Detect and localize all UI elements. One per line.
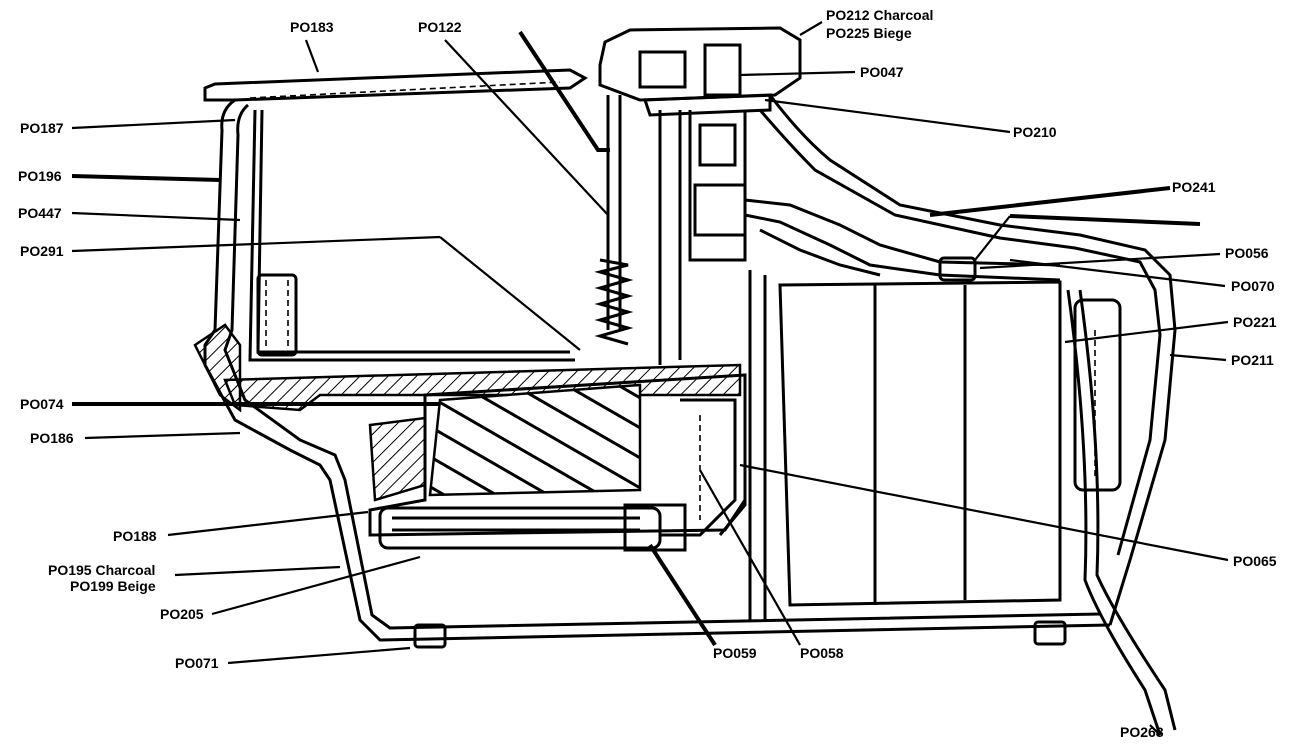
label-po195: PO195 Charcoal [48, 562, 155, 578]
label-po047: PO047 [860, 64, 904, 80]
leader-po210 [764, 98, 1011, 134]
label-po122: PO122 [418, 19, 462, 35]
leader-po058 [699, 469, 801, 646]
leader-po183 [304, 39, 320, 73]
leader-po241-b [1009, 214, 1201, 226]
label-po225: PO225 Biege [826, 25, 912, 41]
leader-po241 [929, 186, 1171, 217]
leader-po186 [84, 431, 241, 440]
leader-po059 [648, 543, 717, 647]
leader-po122-top [518, 30, 610, 152]
label-po188: PO188 [113, 528, 157, 544]
leader-po196 [71, 174, 221, 182]
leader-po070 [1009, 258, 1226, 288]
label-po199: PO199 Beige [70, 578, 156, 594]
leader-po195 [174, 565, 341, 577]
leader-po211 [1169, 353, 1227, 362]
leader-po447 [71, 211, 241, 222]
label-po070: PO070 [1231, 278, 1275, 294]
label-po071: PO071 [175, 655, 219, 671]
label-po212: PO212 Charcoal [826, 7, 933, 23]
leader-po047 [739, 70, 856, 77]
leader-po212 [799, 21, 823, 36]
leader-po205 [211, 555, 421, 616]
label-po183: PO183 [290, 19, 334, 35]
label-po211: PO211 [1231, 352, 1274, 368]
label-po196: PO196 [18, 168, 62, 184]
label-po074: PO074 [20, 396, 64, 412]
label-po205: PO205 [160, 606, 204, 622]
leader-po291 [71, 235, 441, 253]
label-po447: PO447 [18, 205, 62, 221]
label-po241: PO241 [1172, 179, 1216, 195]
label-po210: PO210 [1013, 124, 1057, 140]
leader-po221 [1064, 320, 1229, 344]
label-po291: PO291 [20, 243, 64, 259]
label-po186: PO186 [30, 430, 74, 446]
label-po221: PO221 [1233, 314, 1277, 330]
part-labels: PO183 PO122 PO212 Charcoal PO225 Biege P… [18, 7, 1277, 740]
leader-po065 [739, 463, 1229, 562]
leader-po187 [71, 118, 236, 130]
label-po268: PO268 [1120, 724, 1164, 740]
leader-po291-b [439, 236, 581, 351]
label-po058: PO058 [800, 645, 844, 661]
leader-po188 [167, 510, 369, 537]
label-po059: PO059 [713, 645, 757, 661]
label-po187: PO187 [20, 120, 64, 136]
leader-po071 [227, 646, 411, 665]
leader-po056 [979, 252, 1221, 270]
leader-po268 [1149, 724, 1161, 736]
label-po065: PO065 [1233, 553, 1277, 569]
machine-body [193, 26, 1177, 736]
leader-po241-c [974, 215, 1011, 261]
leader-lines [71, 21, 1229, 736]
leader-po122 [444, 39, 609, 216]
label-po056: PO056 [1225, 245, 1269, 261]
